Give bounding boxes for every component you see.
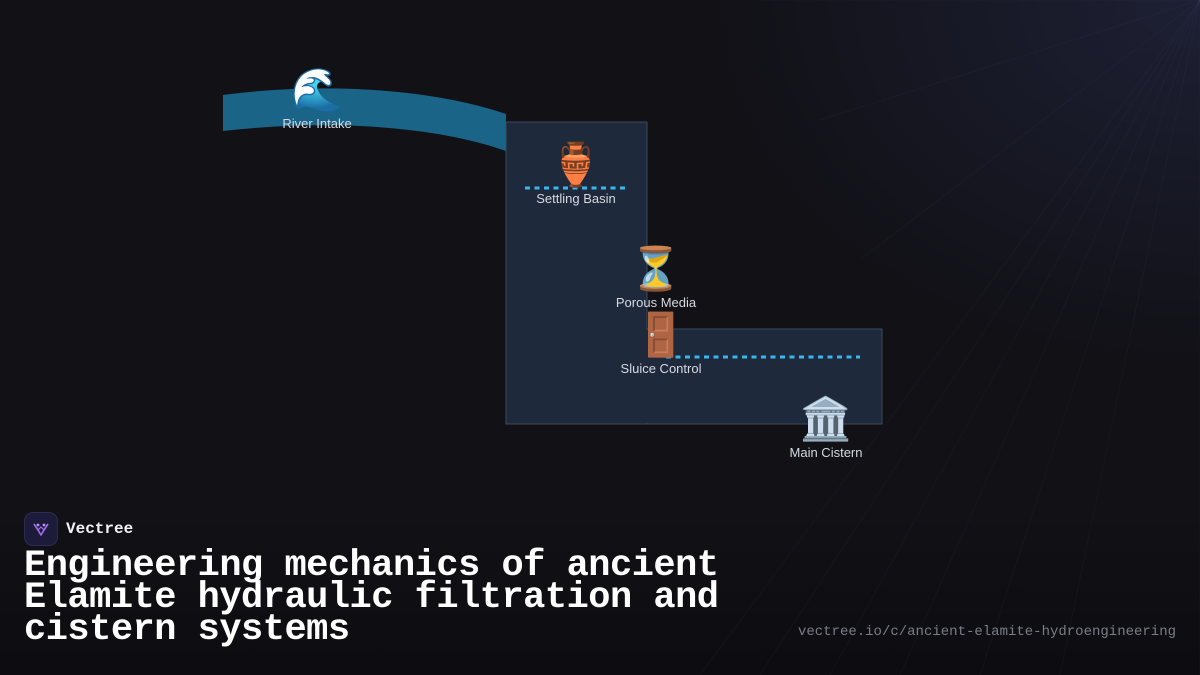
node-settling-basin: 🏺 Settling Basin	[506, 140, 646, 207]
hourglass-icon: ⏳	[629, 244, 683, 293]
door-icon: 🚪	[634, 310, 688, 359]
brand-name: Vectree	[66, 520, 134, 538]
intake-channel	[223, 88, 506, 151]
vectree-logo-icon	[24, 512, 58, 546]
wave-icon: 🌊	[290, 65, 344, 114]
tank-joint	[646, 330, 648, 423]
settling-basin-tank	[505, 121, 648, 425]
cistern-tank	[646, 328, 883, 425]
brand[interactable]: Vectree	[24, 512, 133, 546]
node-label: Sluice Control	[620, 361, 702, 376]
node-river-intake: 🌊 River Intake	[247, 65, 387, 132]
page-url[interactable]: vectree.io/c/ancient-elamite-hydroengine…	[797, 624, 1176, 640]
node-porous-media: ⏳ Porous Media	[586, 244, 726, 311]
node-main-cistern: 🏛️ Main Cistern	[756, 394, 896, 461]
node-label: River Intake	[282, 116, 352, 131]
node-sluice-control: 🚪 Sluice Control	[591, 310, 731, 377]
node-label: Porous Media	[615, 295, 697, 310]
classical-building-icon: 🏛️	[799, 394, 853, 443]
node-label: Settling Basin	[536, 191, 616, 206]
node-label: Main Cistern	[789, 445, 863, 460]
amphora-icon: 🏺	[549, 140, 603, 189]
page-title: Engineering mechanics of ancient Elamite…	[24, 545, 719, 651]
